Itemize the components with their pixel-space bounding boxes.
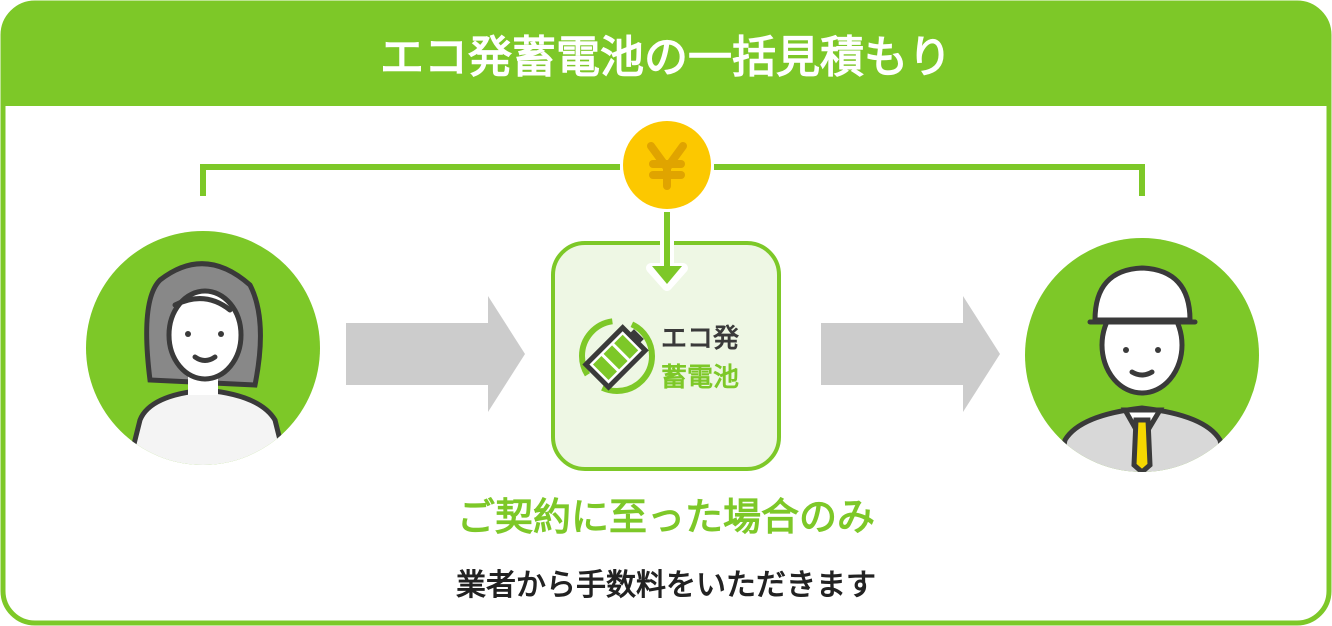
header-band xyxy=(2,2,1330,106)
arrow-right-icon xyxy=(346,296,525,412)
yen-coin-icon xyxy=(623,121,711,209)
logo-text-line2: 蓄電池 xyxy=(661,363,739,393)
connector-line-right xyxy=(714,164,1145,196)
arrow-right-icon xyxy=(821,296,1000,412)
arrow-down-icon xyxy=(646,212,688,291)
fee-description-text: 業者から手数料をいただきます xyxy=(456,568,876,603)
logo-text-line1: エコ発 xyxy=(661,324,740,354)
connector-line-left xyxy=(200,164,620,196)
diagram-title: エコ発蓄電池の一括見積もり xyxy=(380,32,952,83)
eco-battery-logo: エコ発 蓄電池 xyxy=(579,318,740,394)
condition-highlight-text: ご契約に至った場合のみ xyxy=(457,495,875,539)
customer-avatar xyxy=(86,231,320,465)
